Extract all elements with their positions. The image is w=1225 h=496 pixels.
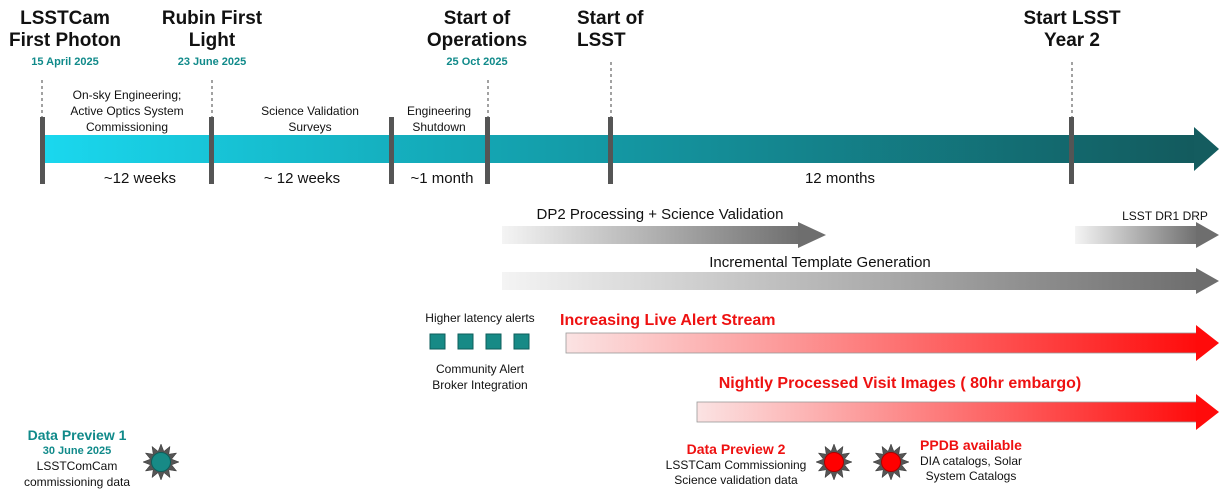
alert-squares (429, 333, 530, 350)
ppdb-title: PPDB available (920, 437, 1022, 453)
phase-science-validation-surveys: Science Validation Surveys (261, 104, 359, 134)
tick-first-photon (40, 117, 45, 184)
alert-square-3 (485, 333, 502, 350)
tick-year-2 (1069, 117, 1074, 184)
data-preview-1-block: Data Preview 1 30 June 2025 LSSTComCam c… (12, 427, 142, 490)
dp2-processing-arrow (502, 222, 826, 248)
data-preview-2-title: Data Preview 2 (686, 441, 786, 457)
timeline-ticks (40, 117, 1074, 184)
tick-operations (485, 117, 490, 184)
dp2-starburst-icon (815, 443, 853, 481)
duration-second-phase: ~ 12 weeks (263, 170, 341, 187)
duration-first-phase: ~12 weeks (103, 170, 177, 187)
phase-engineering-shutdown: Engineering Shutdown (406, 104, 472, 134)
duration-year-1: 12 months (804, 170, 876, 187)
alert-square-2 (457, 333, 474, 350)
live-alert-stream-label: Increasing Live Alert Stream (560, 312, 776, 329)
ppdb-block: PPDB available DIA catalogs, Solar Syste… (906, 436, 1036, 484)
live-alert-arrow (565, 325, 1219, 361)
alert-square-4 (513, 333, 530, 350)
dr1-drp-label: LSST DR1 DRP (1122, 209, 1208, 223)
data-preview-2-line1: LSSTCam Commissioning (665, 458, 807, 472)
milestone-connectors (41, 62, 1073, 117)
milestone-first-light-date: 23 June 2025 (177, 56, 247, 68)
dr1-drp-arrow (1075, 222, 1219, 248)
tick-engineering-start (389, 117, 394, 184)
duration-engineering-shutdown: ~1 month (410, 170, 474, 187)
ppdb-starburst-icon (872, 443, 910, 481)
milestone-first-photon-title: LSSTCam First Photon (9, 8, 121, 51)
phase-on-sky-engineering: On-sky Engineering; Active Optics System… (70, 88, 184, 134)
higher-latency-alerts-label: Higher latency alerts (425, 311, 535, 325)
data-preview-1-line2: commissioning data (23, 475, 131, 489)
dp2-processing-label: DP2 Processing + Science Validation (536, 206, 784, 223)
milestone-first-photon-date: 15 April 2025 (31, 56, 99, 68)
ppdb-line2: System Catalogs (925, 469, 1017, 483)
community-alert-broker-label: Community Alert Broker Integration (432, 362, 528, 392)
nightly-images-arrow (696, 394, 1219, 430)
data-preview-2-line2: Science validation data (674, 473, 798, 487)
data-preview-2-block: Data Preview 2 LSSTCam Commissioning Sci… (656, 441, 816, 488)
template-generation-arrow (502, 268, 1219, 294)
data-preview-1-date: 30 June 2025 (42, 445, 112, 457)
nightly-images-label: Nightly Processed Visit Images ( 80hr em… (718, 375, 1082, 392)
milestone-operations-title: Start of Operations (426, 8, 528, 51)
milestone-start-lsst-title: Start of LSST (577, 8, 644, 51)
data-preview-1-title: Data Preview 1 (27, 427, 127, 443)
template-generation-label: Incremental Template Generation (709, 254, 931, 271)
milestone-first-light-title: Rubin First Light (161, 8, 263, 51)
milestone-operations-date: 25 Oct 2025 (446, 56, 508, 68)
tick-first-light (209, 117, 214, 184)
milestone-year-2-title: Start LSST Year 2 (1023, 8, 1121, 51)
alert-square-1 (429, 333, 446, 350)
ppdb-line1: DIA catalogs, Solar (919, 454, 1023, 468)
main-timeline-arrow (42, 127, 1219, 171)
data-preview-1-line1: LSSTComCam (36, 459, 118, 473)
tick-start-lsst (608, 117, 613, 184)
dp1-starburst-icon (142, 443, 180, 481)
